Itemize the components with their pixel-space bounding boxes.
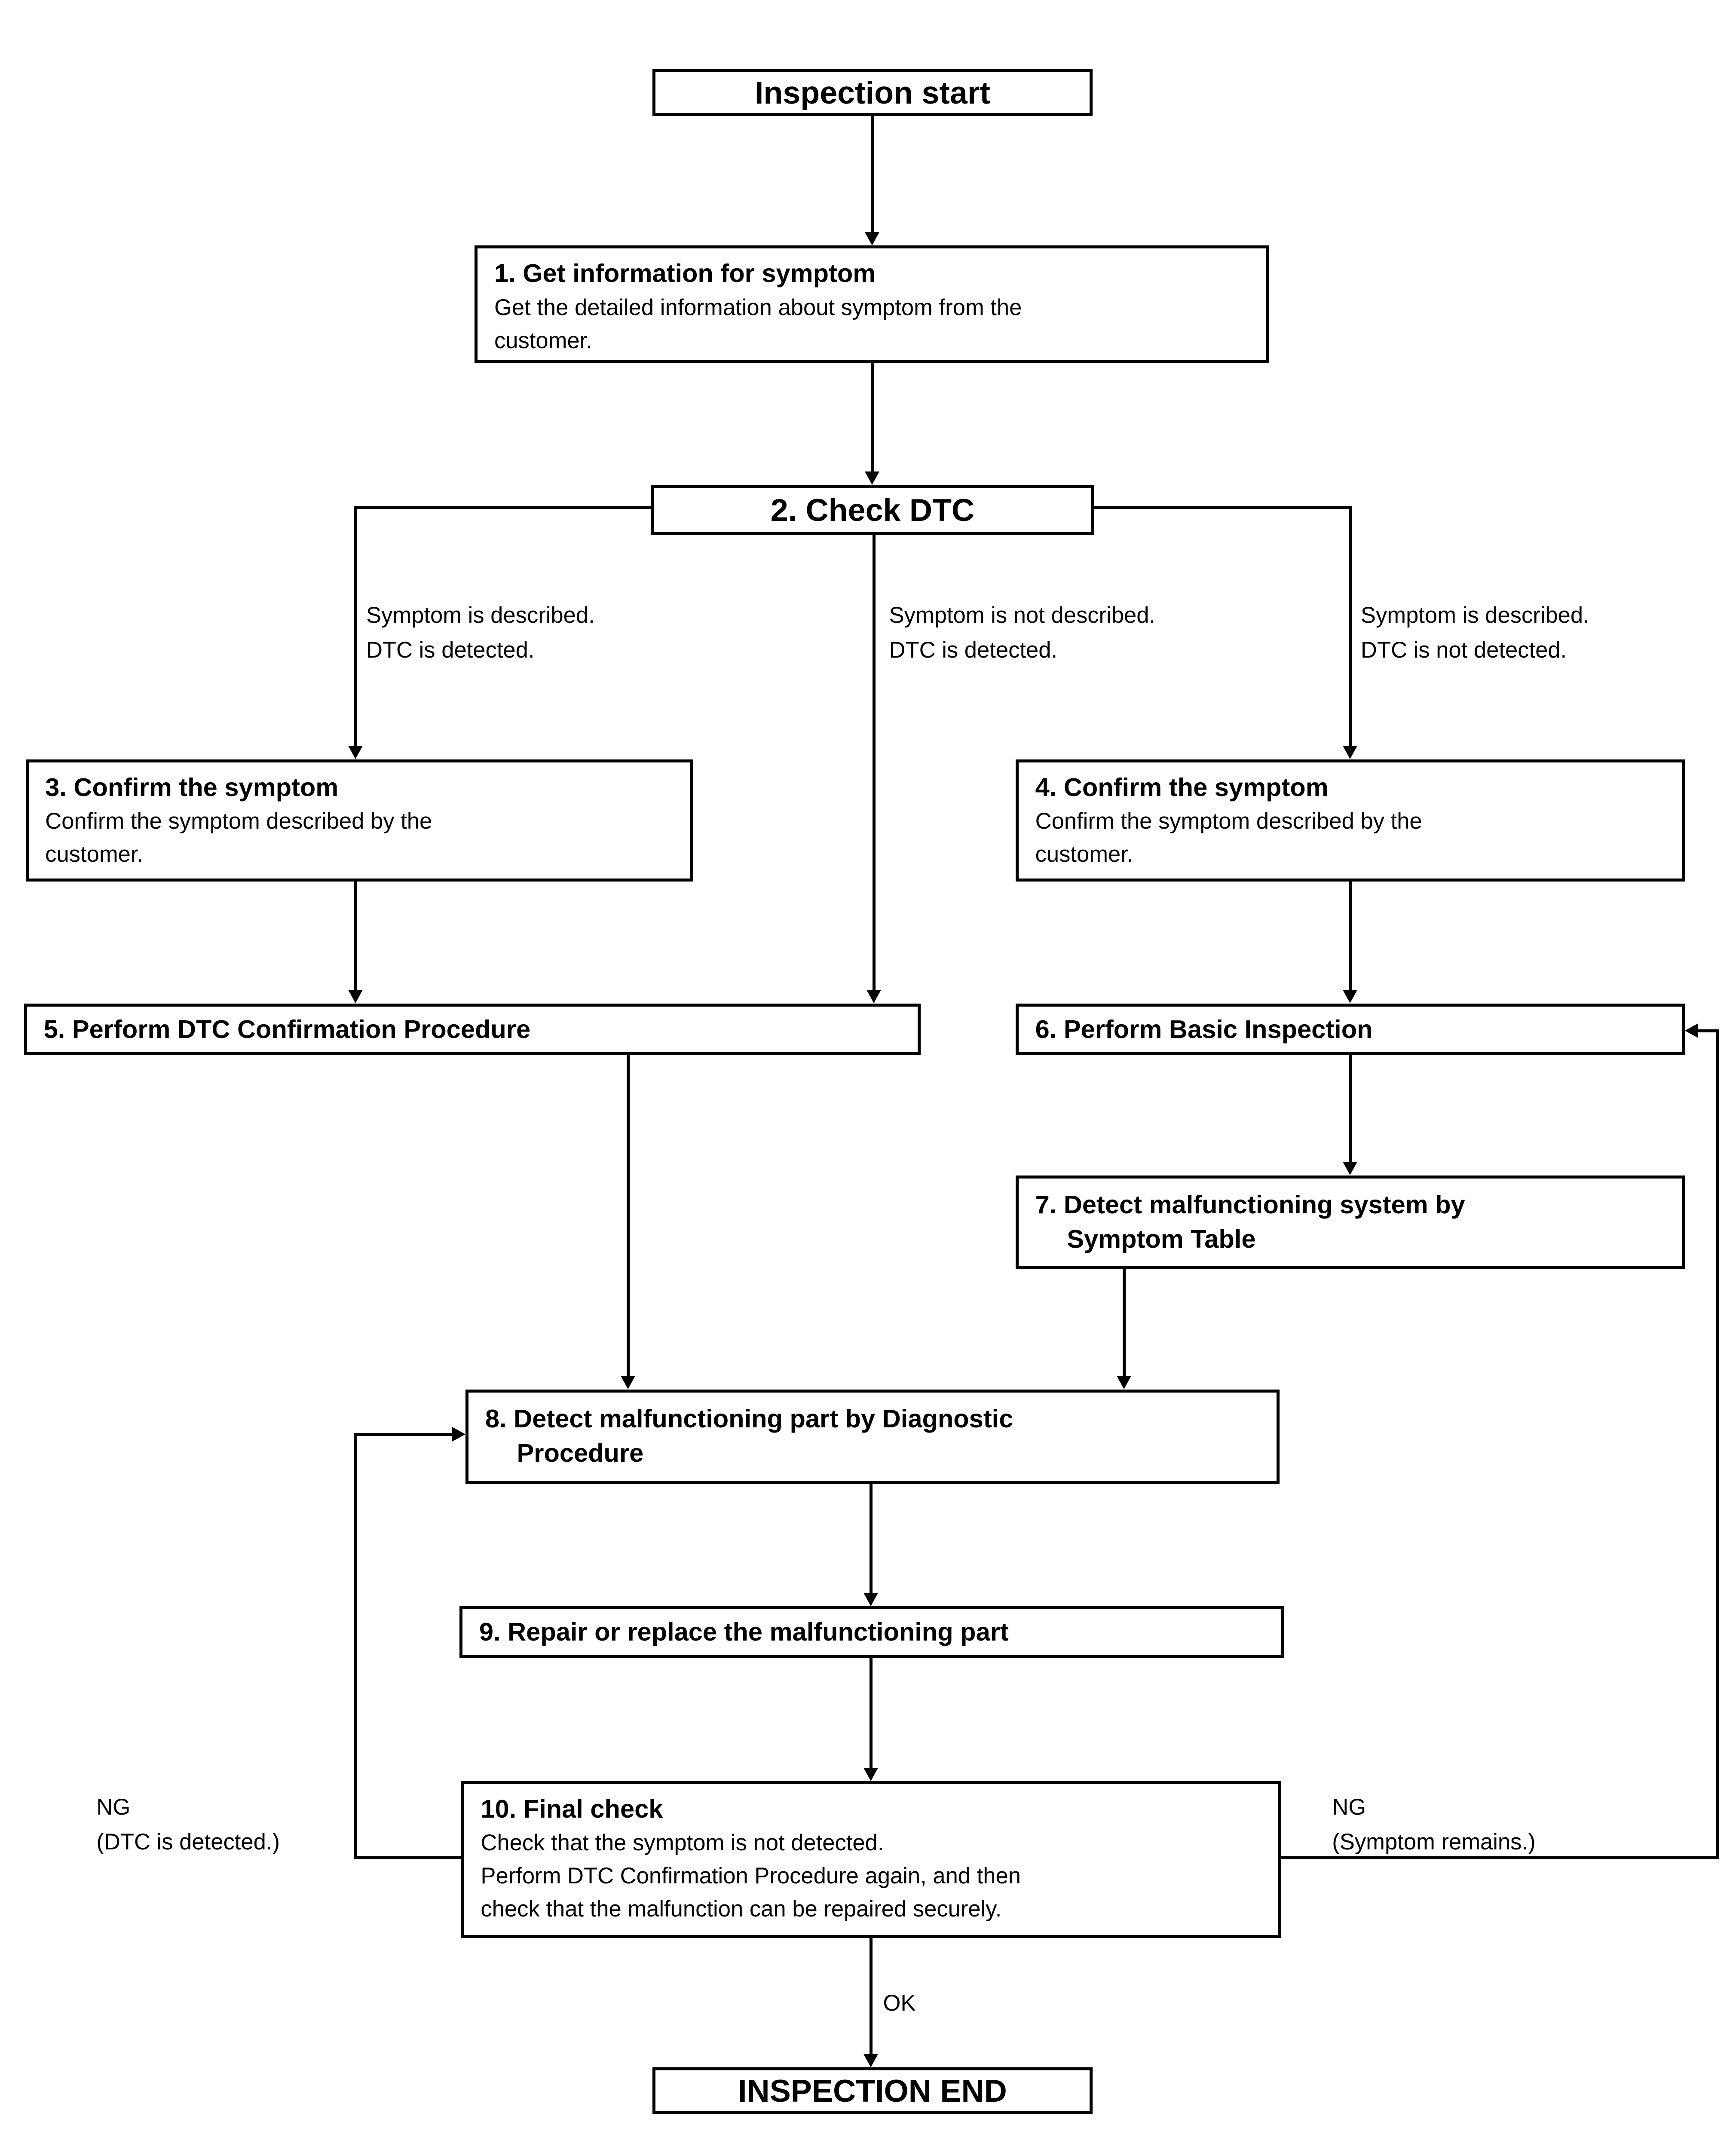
node-3-body-line: customer. bbox=[45, 842, 144, 867]
node-10-body-line: Check that the symptom is not detected. bbox=[481, 1830, 884, 1856]
connector-2-left-horizontal bbox=[354, 506, 651, 510]
node-1-title: 1. Get information for symptom bbox=[494, 258, 876, 288]
arrowhead-start-to-1 bbox=[865, 232, 880, 245]
node-5-title: 5. Perform DTC Confirmation Procedure bbox=[43, 1015, 531, 1044]
node-5-perform-dtc-confirmation: 5. Perform DTC Confirmation Procedure bbox=[24, 1003, 921, 1055]
node-1-get-information-for-symptom: 1. Get information for symptom Get the d… bbox=[475, 245, 1269, 363]
connector-ng-right-bottom bbox=[1281, 1856, 1720, 1860]
node-3-title: 3. Confirm the symptom bbox=[45, 772, 339, 802]
connector-4-to-6 bbox=[1348, 882, 1352, 990]
connector-ng-left-vertical bbox=[354, 1433, 357, 1860]
ng-left-label: NG (DTC is detected.) bbox=[96, 1790, 280, 1859]
node-6-perform-basic-inspection: 6. Perform Basic Inspection bbox=[1016, 1003, 1685, 1055]
node-3-body-line: Confirm the symptom described by the bbox=[45, 808, 432, 834]
node-10-final-check: 10. Final check Check that the symptom i… bbox=[461, 1781, 1281, 1938]
node-inspection-end: INSPECTION END bbox=[652, 2067, 1093, 2114]
node-1-body-line: customer. bbox=[494, 328, 592, 353]
connector-9-to-10 bbox=[869, 1657, 873, 1768]
node-7-detect-malfunctioning-system: 7. Detect malfunctioning system by Sympt… bbox=[1016, 1175, 1685, 1269]
node-8-detect-malfunctioning-part: 8. Detect malfunctioning part by Diagnos… bbox=[465, 1389, 1280, 1485]
connector-2-right-horizontal bbox=[1094, 506, 1350, 510]
arrowhead-6-to-7 bbox=[1342, 1162, 1357, 1175]
arrowhead-2-to-5 bbox=[866, 990, 881, 1003]
node-2-title: 2. Check DTC bbox=[770, 492, 975, 528]
arrowhead-8-to-9 bbox=[863, 1592, 878, 1606]
ok-label: OK bbox=[883, 1990, 916, 2016]
node-4-body-line: customer. bbox=[1035, 842, 1133, 867]
ng-right-label: NG (Symptom remains.) bbox=[1332, 1790, 1535, 1859]
connector-2-to-5 bbox=[872, 535, 876, 990]
connector-start-to-1 bbox=[871, 116, 874, 232]
node-4-body-line: Confirm the symptom described by the bbox=[1035, 808, 1422, 834]
ng-left-label-line: (DTC is detected.) bbox=[96, 1829, 280, 1855]
branch-label-left-line: Symptom is described. bbox=[366, 602, 595, 628]
connector-ng-left-bottom bbox=[354, 1856, 461, 1860]
arrowhead-2-to-3 bbox=[348, 746, 363, 759]
connector-1-to-2 bbox=[871, 363, 874, 472]
node-7-title-line: Symptom Table bbox=[1067, 1225, 1256, 1254]
node-3-confirm-symptom: 3. Confirm the symptom Confirm the sympt… bbox=[25, 759, 693, 882]
node-9-repair-or-replace: 9. Repair or replace the malfunctioning … bbox=[459, 1606, 1284, 1658]
connector-2-to-3 bbox=[354, 506, 357, 746]
node-10-title: 10. Final check bbox=[481, 1794, 663, 1823]
arrowhead-10-to-end bbox=[863, 2054, 878, 2067]
arrowhead-1-to-2 bbox=[865, 471, 880, 485]
arrowhead-2-to-4 bbox=[1342, 746, 1357, 759]
node-4-confirm-symptom: 4. Confirm the symptom Confirm the sympt… bbox=[1016, 759, 1685, 882]
arrowhead-ng-left-to-8 bbox=[452, 1427, 465, 1442]
ng-left-label-line: NG bbox=[96, 1794, 131, 1820]
node-inspection-start-label: Inspection start bbox=[754, 75, 991, 111]
connector-7-to-8 bbox=[1122, 1269, 1126, 1376]
node-8-title-line: 8. Detect malfunctioning part by Diagnos… bbox=[485, 1404, 1013, 1433]
arrowhead-ng-right-to-6 bbox=[1685, 1023, 1698, 1038]
branch-label-middle: Symptom is not described. DTC is detecte… bbox=[889, 598, 1156, 667]
node-1-body-line: Get the detailed information about sympt… bbox=[494, 294, 1022, 320]
ng-right-label-line: NG bbox=[1332, 1794, 1366, 1820]
connector-ng-left-top bbox=[354, 1433, 452, 1436]
node-6-title: 6. Perform Basic Inspection bbox=[1035, 1015, 1373, 1044]
node-10-body-line: check that the malfunction can be repair… bbox=[481, 1896, 1002, 1922]
arrowhead-9-to-10 bbox=[863, 1767, 878, 1781]
branch-label-right-line: Symptom is described. bbox=[1360, 602, 1589, 628]
node-8-title-line: Procedure bbox=[517, 1439, 644, 1468]
connector-10-to-end bbox=[869, 1938, 873, 2054]
branch-label-left: Symptom is described. DTC is detected. bbox=[366, 598, 595, 667]
branch-label-left-line: DTC is detected. bbox=[366, 637, 535, 663]
node-4-title: 4. Confirm the symptom bbox=[1035, 772, 1329, 802]
node-7-title-line: 7. Detect malfunctioning system by bbox=[1035, 1190, 1465, 1219]
connector-8-to-9 bbox=[869, 1484, 873, 1593]
node-inspection-start: Inspection start bbox=[652, 69, 1093, 116]
node-10-body-line: Perform DTC Confirmation Procedure again… bbox=[481, 1863, 1021, 1889]
branch-label-right: Symptom is described. DTC is not detecte… bbox=[1361, 598, 1589, 667]
node-inspection-end-label: INSPECTION END bbox=[738, 2073, 1007, 2109]
node-9-title: 9. Repair or replace the malfunctioning … bbox=[479, 1617, 1009, 1647]
branch-label-middle-line: DTC is detected. bbox=[889, 637, 1058, 663]
arrowhead-5-to-8 bbox=[621, 1375, 636, 1389]
connector-3-to-5 bbox=[354, 882, 357, 990]
connector-ng-right-vertical bbox=[1716, 1029, 1720, 1860]
branch-label-middle-line: Symptom is not described. bbox=[889, 602, 1156, 628]
connector-6-to-7 bbox=[1348, 1055, 1352, 1162]
ng-right-label-line: (Symptom remains.) bbox=[1332, 1829, 1536, 1855]
connector-2-to-4 bbox=[1348, 506, 1352, 746]
arrowhead-3-to-5 bbox=[348, 990, 363, 1003]
node-2-check-dtc: 2. Check DTC bbox=[651, 485, 1094, 535]
arrowhead-7-to-8 bbox=[1116, 1375, 1131, 1389]
connector-5-to-8 bbox=[627, 1055, 630, 1376]
arrowhead-4-to-6 bbox=[1342, 990, 1357, 1003]
connector-ng-right-top bbox=[1698, 1029, 1720, 1032]
branch-label-right-line: DTC is not detected. bbox=[1360, 637, 1567, 663]
